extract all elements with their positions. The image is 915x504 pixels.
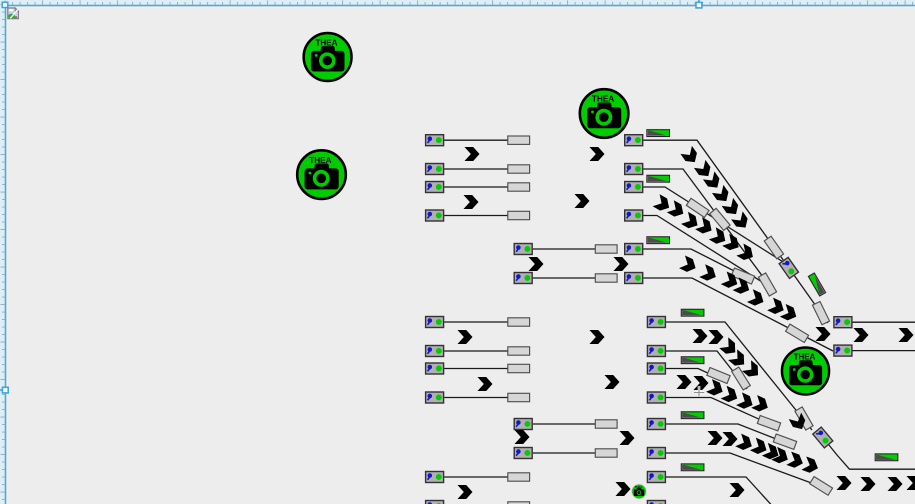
svg-text:THEA: THEA [794, 353, 816, 362]
svg-text:THEA: THEA [592, 95, 614, 104]
svg-text:THEA: THEA [315, 38, 337, 47]
svg-text:THEA: THEA [635, 485, 643, 489]
svg-text:THEA: THEA [309, 156, 331, 165]
